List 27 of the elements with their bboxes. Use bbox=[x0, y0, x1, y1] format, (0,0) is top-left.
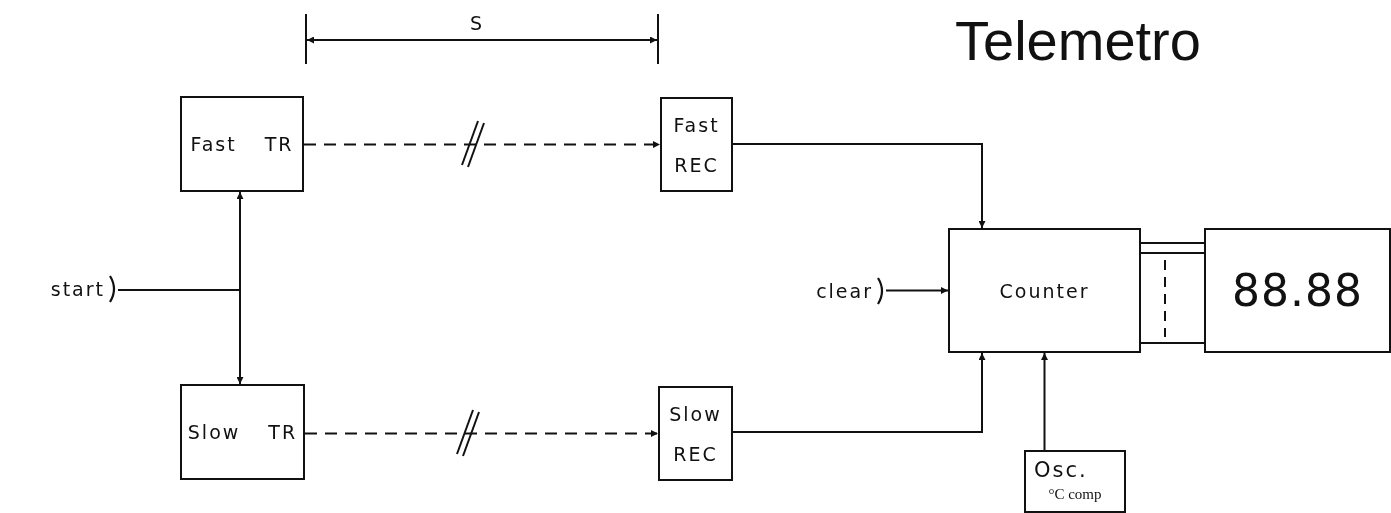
block-box bbox=[660, 97, 733, 192]
oscillator-box bbox=[1024, 450, 1126, 513]
block-label: °C comp bbox=[1048, 484, 1102, 504]
block-label: clear bbox=[816, 280, 873, 302]
block-label: Fast TR bbox=[190, 132, 294, 157]
block-label: 88.88 bbox=[1232, 265, 1363, 316]
dimension-label: S bbox=[470, 12, 483, 34]
diagram-title: Telemetro bbox=[955, 8, 1201, 73]
block-label: Fast REC bbox=[672, 112, 721, 178]
arrow bbox=[303, 141, 661, 148]
arrow bbox=[304, 430, 659, 437]
block-label: start bbox=[50, 278, 105, 300]
block-label: Slow REC bbox=[668, 401, 723, 467]
block-label: Counter bbox=[999, 278, 1090, 304]
display-box bbox=[1204, 228, 1391, 353]
block-box bbox=[658, 386, 733, 481]
block-box bbox=[180, 384, 305, 480]
arrow bbox=[732, 352, 986, 433]
block-label: Osc. bbox=[1034, 457, 1088, 482]
bus-connector bbox=[1140, 242, 1205, 344]
arrow bbox=[117, 289, 244, 385]
block-label: Slow TR bbox=[187, 420, 298, 445]
block-box bbox=[948, 228, 1141, 353]
block-box bbox=[180, 96, 304, 192]
arrow bbox=[1041, 352, 1048, 451]
arrow bbox=[885, 287, 949, 294]
arrow bbox=[732, 143, 986, 229]
